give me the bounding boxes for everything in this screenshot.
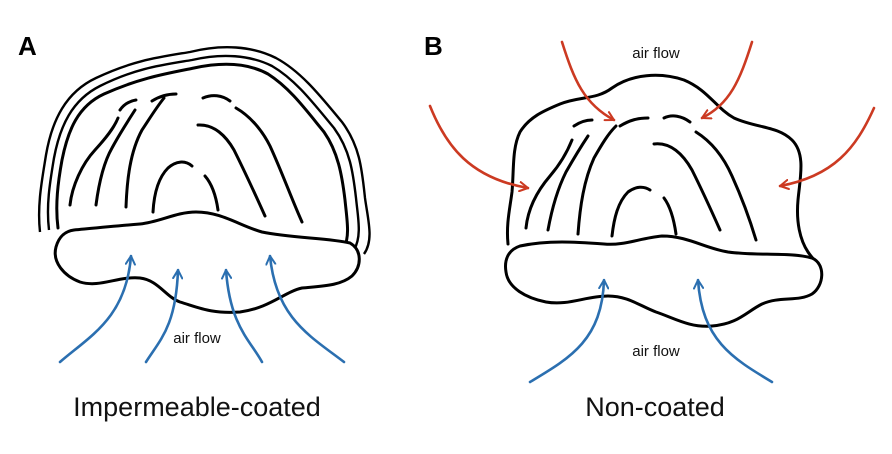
panel-a-letter: A (18, 31, 37, 61)
specimen-b-fold (652, 142, 722, 232)
specimen-b-fold (572, 118, 594, 128)
specimen-a-fold (234, 106, 304, 224)
panel-b-letter: B (424, 31, 443, 61)
specimen-b-fold (618, 116, 650, 128)
air-flow-arrow-bottom (144, 268, 178, 364)
specimen-b-fold (576, 124, 618, 236)
air-flow-arrow-bottom (58, 254, 131, 364)
specimen-b-fold (546, 134, 590, 232)
specimen-b-fold (694, 130, 758, 242)
specimen-a-fold (201, 94, 232, 103)
coating-outer-layer (37, 46, 371, 255)
panel-a-caption: Impermeable-coated (73, 392, 321, 422)
specimen-a-fold (68, 116, 120, 207)
specimen-b-fold (524, 138, 574, 230)
air-flow-arrow-side (428, 104, 530, 188)
air-flow-arrow-bottom (528, 278, 604, 384)
air-flow-arrow-bottom (270, 254, 346, 364)
panel-b-air-flow-label-top: air flow (632, 45, 680, 62)
specimen-a-fold (196, 123, 267, 218)
specimen-b-fold (662, 114, 692, 124)
air-flow-arrow-bottom (226, 268, 264, 364)
air-flow-arrow-side (700, 40, 754, 118)
air-flow-arrow-side (560, 40, 616, 122)
specimen-a-fold (150, 92, 178, 103)
specimen-a-fold (151, 160, 194, 214)
specimen-b-fold (662, 196, 678, 236)
air-flow-arrow-bottom (698, 278, 774, 384)
specimen-b-lower-lobe (504, 234, 824, 328)
specimen-b-body-outline (506, 73, 822, 268)
air-flow-arrow-side (778, 106, 876, 186)
specimen-a-fold (203, 174, 220, 212)
specimen-a-lower-lobe (53, 210, 361, 314)
specimen-a-fold (94, 108, 137, 207)
panel-a: A air flow Impermeable-coated (18, 31, 371, 422)
panel-b-air-flow-label-bottom: air flow (632, 343, 680, 360)
panel-b-caption: Non-coated (585, 392, 725, 422)
coating-inner-layer (46, 54, 360, 251)
specimen-a-body-outline (55, 62, 349, 250)
panel-a-air-flow-label: air flow (173, 330, 221, 347)
panel-b: B air flow air flow Non-coated (424, 31, 876, 422)
specimen-b-fold (610, 185, 652, 238)
specimen-a-fold (124, 96, 166, 209)
specimen-a-fold (118, 98, 138, 112)
